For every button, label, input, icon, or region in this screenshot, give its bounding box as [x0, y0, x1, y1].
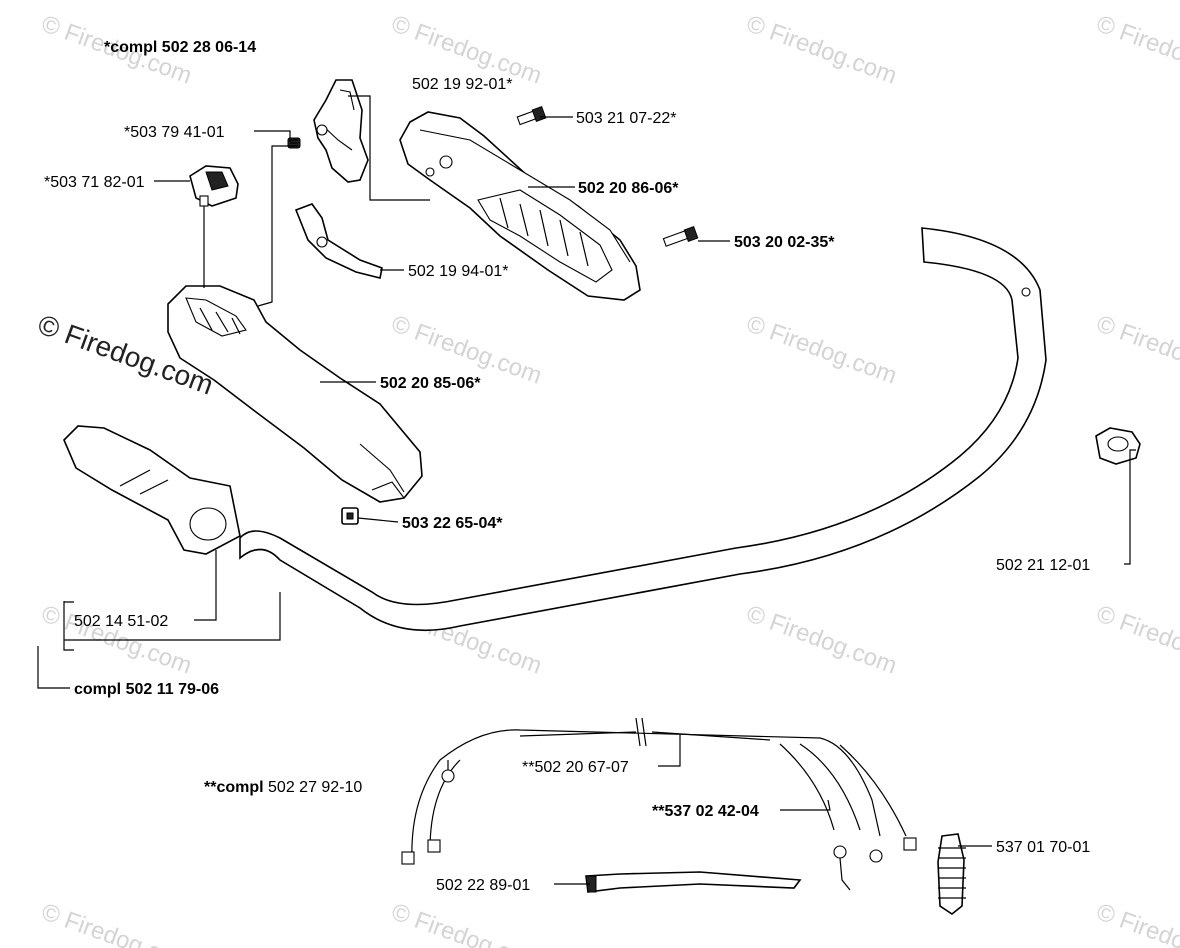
throttle-trigger-part [313, 79, 369, 183]
label-503-22-65-04: 503 22 65-04* [402, 515, 503, 532]
clip-part [1095, 427, 1141, 465]
screw-part-top [516, 106, 547, 126]
label-compl-502-27-92-10: **compl 502 27 92-10 [204, 779, 362, 796]
grip-part [63, 425, 241, 555]
label-537-01-70-01: 537 01 70-01 [996, 839, 1090, 856]
callout-labels: *compl 502 28 06-14 502 19 92-01* *503 7… [44, 39, 1090, 894]
handle-half-lower-part [167, 285, 423, 503]
label-compl-number: 502 27 92-10 [264, 779, 363, 796]
label-502-21-12-01: 502 21 12-01 [996, 557, 1090, 574]
watermark-layer: © Firedog.com © Firedog.com © Firedog.co… [38, 10, 1180, 948]
watermark-tile: © Firedog.com [743, 310, 900, 389]
label-compl-502-28-06-14: *compl 502 28 06-14 [104, 39, 256, 56]
label-503-71-82-01: *503 71 82-01 [44, 174, 145, 191]
label-compl-prefix: **compl [204, 779, 264, 796]
handle-half-upper-part [399, 111, 641, 301]
watermark-tile: © Firedog.com [38, 898, 195, 948]
stop-switch-part [189, 165, 239, 207]
label-537-02-42-04: **537 02 42-04 [652, 803, 759, 820]
nut-part [341, 507, 359, 525]
cable-assembly-part [401, 717, 917, 891]
sleeve-part [585, 871, 802, 893]
label-502-20-67-07: **502 20 67-07 [522, 759, 629, 776]
watermark-tile: © Firedog.com [1093, 310, 1180, 389]
handlebar-part [239, 227, 1047, 632]
watermark-tile: © Firedog.com [1093, 10, 1180, 89]
bellows-part [937, 833, 966, 915]
label-503-21-07-22: 503 21 07-22* [576, 110, 677, 127]
label-502-19-92-01: 502 19 92-01* [412, 76, 513, 93]
label-502-22-89-01: 502 22 89-01 [436, 877, 530, 894]
watermark-tile: © Firedog.com [743, 10, 900, 89]
watermark-tile: © Firedog.com [1093, 898, 1180, 948]
label-502-20-85-06: 502 20 85-06* [380, 375, 481, 392]
label-compl-502-11-79-06: compl 502 11 79-06 [74, 681, 219, 698]
label-502-20-86-06: 502 20 86-06* [578, 180, 679, 197]
watermark-tile: © Firedog.com [388, 898, 545, 948]
watermark-tile: © Firedog.com [743, 600, 900, 679]
label-503-20-02-35: 503 20 02-35* [734, 234, 835, 251]
watermark-tile: © Firedog.com [1093, 600, 1180, 679]
leader-lines [37, 95, 1136, 885]
label-503-79-41-01: *503 79 41-01 [124, 124, 225, 141]
throttle-lock-part [294, 203, 383, 279]
label-502-19-94-01: 502 19 94-01* [408, 263, 509, 280]
label-502-14-51-02: 502 14 51-02 [74, 613, 168, 630]
screw-part-right [662, 226, 699, 247]
